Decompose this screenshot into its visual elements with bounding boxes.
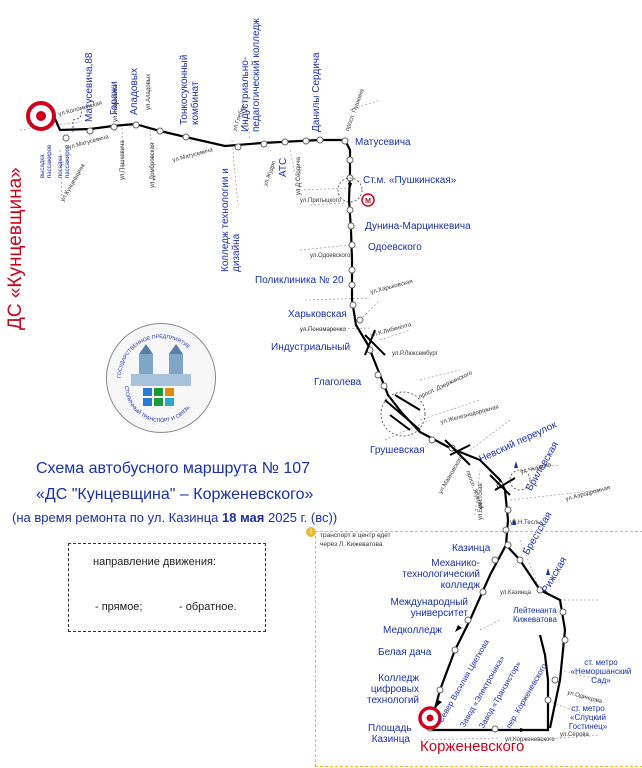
map-title: Схема автобусного маршрута № 107 bbox=[36, 460, 311, 477]
route-line-reverse bbox=[72, 109, 83, 132]
stop-mezhdunarodny: Международный университет bbox=[390, 597, 468, 619]
svg-text:М: М bbox=[365, 198, 371, 205]
stop-belaya-dacha: Белая дача bbox=[378, 647, 432, 658]
stop-glagoleva: Глаголева bbox=[314, 377, 362, 388]
legend: направление движения: - прямое; - обратн… bbox=[68, 543, 266, 632]
metro-pushkinskaya-icon: М bbox=[337, 177, 375, 207]
company-logo: ГОСУДАРСТВЕННОЕ ПРЕДПРИЯТИЕ СТОЛИЧНЫЙ ТР… bbox=[106, 323, 216, 433]
street-aladovykh: ул.Аладовых bbox=[146, 73, 152, 110]
street-serdicha: ул.Д.Сердича bbox=[296, 157, 302, 195]
street-zhinevicha: ул.Жиновича bbox=[113, 85, 119, 122]
terminus-label: Корженевского bbox=[420, 738, 525, 755]
legend-title: направление движения: bbox=[93, 556, 217, 568]
stop-matusevicha: Матусевича bbox=[355, 137, 411, 148]
info-icon: i bbox=[306, 527, 316, 537]
detour-zone-box bbox=[315, 531, 642, 767]
stop-kazintsa: Казинца bbox=[452, 543, 491, 554]
stop-pushkinskaya: Ст.м. «Пушкинская» bbox=[363, 175, 457, 186]
street-ponomarenko: ул.Пономаренко bbox=[300, 327, 346, 333]
depot-label: ДС «Кунцевщина» bbox=[5, 167, 26, 330]
street-kazintsa: ул.Казинца bbox=[500, 590, 531, 596]
street-korzhenevskogo: ул.Корженевского bbox=[505, 737, 555, 743]
stop-mekhaniko: Механико-технологический колледж bbox=[402, 558, 480, 591]
stop-kharkovskaya: Харьковская bbox=[288, 309, 347, 320]
stop-ploshchad: Площадь Казинца bbox=[368, 723, 412, 745]
street-brestskaya: ул.Брестская bbox=[478, 483, 484, 520]
detour-notice-line1: транспорт в центр едет bbox=[320, 532, 391, 539]
stop-slutsky: ст. метро «Слуцкий Гостинец» bbox=[568, 704, 608, 731]
stop-aladovykh: Аладовых bbox=[129, 68, 140, 115]
detour-notice: транспорт в центр едет через Л. Кижевато… bbox=[320, 531, 391, 549]
stop-matusevicha-88: Матусевича,88 bbox=[84, 52, 95, 123]
depot-entry-note: посадка пассажиров bbox=[58, 144, 71, 178]
legend-reverse-label: - обратное. bbox=[179, 601, 237, 613]
street-tesly: ул.Н.Теслы bbox=[510, 520, 542, 526]
stop-medkolledzh: Медколледж bbox=[383, 625, 442, 636]
stop-grushevskaya: Грушевская bbox=[370, 445, 425, 456]
railway-crossings bbox=[364, 329, 516, 496]
street-serova: ул.Серова bbox=[560, 732, 589, 738]
terminus-marker-icon bbox=[418, 706, 442, 730]
direction-arrows bbox=[348, 183, 527, 732]
street-domashevskogo: ул.Домбровская bbox=[150, 142, 156, 188]
legend-forward-label: - прямое; bbox=[95, 601, 143, 613]
map-date-note: (на время ремонта по ул. Казинца 18 мая … bbox=[12, 510, 337, 525]
depot-exit-note: высадка пассажиров bbox=[40, 144, 53, 178]
crossing-zone bbox=[380, 391, 426, 437]
detour-notice-line2: через Л. Кижеватова bbox=[320, 541, 383, 548]
route-line-forward bbox=[39, 110, 550, 732]
stop-leytenanta: Лейтенанта Кижеватова bbox=[513, 606, 557, 624]
stop-odoevskogo: Одоевского bbox=[368, 242, 422, 253]
stop-college-tech: Колледж технологии и дизайна bbox=[220, 168, 242, 272]
stop-poliklinika: Поликлиника № 20 bbox=[255, 275, 344, 286]
date-note-date: 18 мая bbox=[222, 510, 265, 525]
stop-ats: АТС bbox=[278, 157, 289, 177]
stop-tonkosukonny: Тонкосуконный комбинат bbox=[179, 54, 201, 125]
depot-marker-icon bbox=[26, 101, 56, 131]
street-lyuksemburg: ул.Р.Люксембург bbox=[392, 351, 438, 357]
date-note-suffix: 2025 г. (вс)) bbox=[268, 510, 338, 525]
reverse-arrows bbox=[512, 461, 550, 575]
map-subtitle: «ДС "Кунцевщина" – Корженевского» bbox=[36, 486, 314, 503]
street-prityckogo: ул.Притыцкого bbox=[300, 198, 341, 204]
crossing-zone bbox=[509, 469, 531, 491]
street-pashkevicha: ул.Пашкевича bbox=[120, 140, 126, 180]
stop-danila: Данилы Сердича bbox=[311, 52, 322, 132]
street-odoevskogo: ул.Одоевского bbox=[310, 253, 351, 259]
logo-emblem-icon: ГОСУДАРСТВЕННОЕ ПРЕДПРИЯТИЕ СТОЛИЧНЫЙ ТР… bbox=[117, 334, 192, 424]
stop-nemorshansky: ст. метро «Неморшанский Сад» bbox=[570, 658, 632, 685]
stop-kolledzh-cifr: Колледж цифровых технологий bbox=[366, 673, 419, 706]
stop-dunina: Дунина-Марцинкевича bbox=[365, 221, 471, 232]
stop-industrialny: Индустриальный bbox=[271, 342, 351, 353]
date-note-prefix: (на время ремонта по ул. Казинца bbox=[12, 510, 219, 525]
